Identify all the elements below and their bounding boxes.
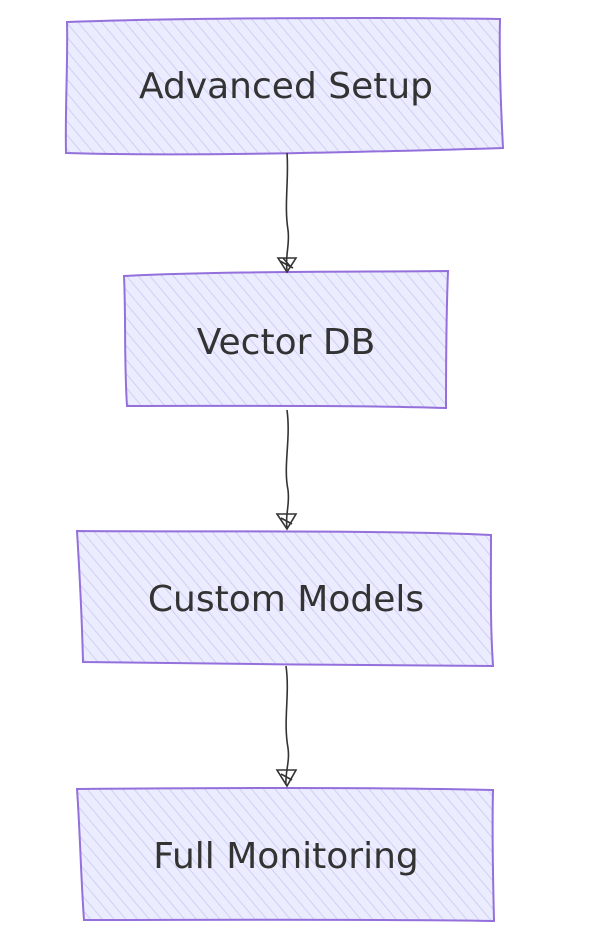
edge-advanced-to-vector: [276, 152, 298, 274]
node-label: Full Monitoring: [153, 836, 419, 877]
arrowhead-icon: [275, 513, 298, 531]
edge-line: [285, 152, 290, 271]
edge-custom-to-full: [275, 665, 298, 788]
node-label: Custom Models: [148, 579, 424, 620]
node-box: [75, 787, 496, 923]
node-full-monitoring: Full Monitoring: [75, 787, 496, 923]
node-box: [122, 269, 450, 410]
node-box: [64, 17, 505, 156]
node-advanced-setup: Advanced Setup: [64, 17, 505, 156]
edge-line: [285, 665, 290, 786]
arrowhead-icon: [276, 257, 298, 274]
node-vector-db: Vector DB: [122, 269, 450, 410]
arrowhead-icon: [275, 769, 298, 788]
edge-vector-to-custom: [275, 409, 298, 531]
node-box: [75, 529, 495, 668]
edge-line: [285, 409, 290, 529]
node-label: Vector DB: [197, 322, 376, 363]
node-label: Advanced Setup: [139, 66, 433, 107]
node-custom-models: Custom Models: [75, 529, 495, 668]
